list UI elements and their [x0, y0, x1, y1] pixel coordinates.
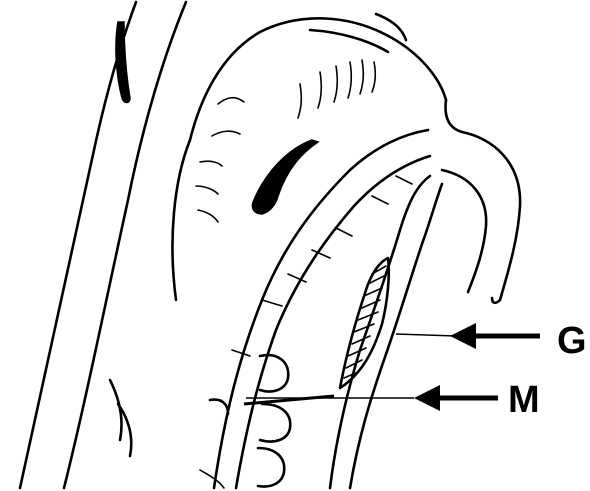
label-g: G	[557, 320, 587, 362]
texture-strokes	[196, 60, 375, 222]
head-mass-outline	[172, 14, 520, 303]
m-pointer-bold	[244, 396, 334, 404]
left-body-outline	[20, 2, 186, 488]
lower-lobes	[110, 355, 290, 488]
g-arrow	[450, 323, 540, 349]
g-pointer-line	[396, 334, 456, 336]
label-m: M	[508, 379, 540, 421]
dark-slit	[252, 140, 318, 214]
m-arrow	[414, 385, 498, 411]
tubular-channels	[214, 130, 442, 488]
